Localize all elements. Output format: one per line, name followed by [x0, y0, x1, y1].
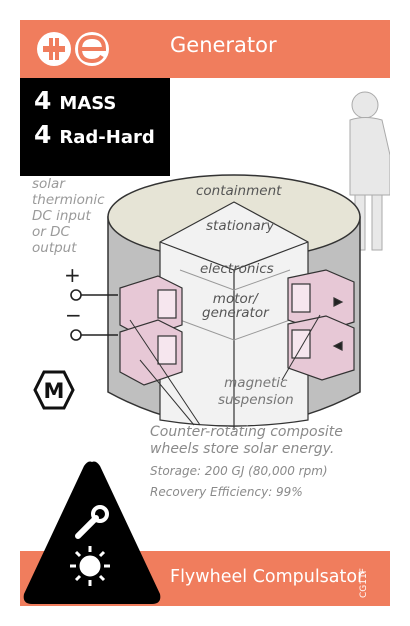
label-line: motor/: [212, 291, 258, 307]
sun-icon: [70, 546, 110, 586]
note-line: solar: [32, 176, 65, 192]
badge-letter: M: [44, 379, 65, 403]
description-line: wheels store solar energy.: [150, 441, 335, 457]
card-title: Generator: [170, 33, 277, 57]
flywheel-illustration: [70, 91, 390, 430]
m-badge-icon: M: [33, 370, 75, 410]
terminal-minus-label: −: [65, 303, 82, 327]
stat-mass: 4 MASS: [34, 86, 116, 115]
spec-storage: Storage: 200 GJ (80,000 rpm): [150, 464, 328, 478]
type-triangle: [23, 461, 161, 604]
logo-icon: [37, 32, 109, 66]
label-line: generator: [202, 305, 269, 321]
note-line: thermionic: [32, 192, 105, 208]
stat-box: [20, 78, 170, 176]
stat-radhard: 4 Rad-Hard: [34, 120, 155, 149]
spec-efficiency: Recovery Efficiency: 99%: [150, 485, 303, 499]
card-code: CG11F: [359, 568, 369, 598]
card-name: Flywheel Compulsator: [170, 567, 365, 587]
stat-mass-value: 4: [34, 86, 52, 115]
rotor-right: [287, 269, 355, 381]
label-magnetic-suspension: magnetic suspension: [218, 375, 294, 409]
stat-mass-label: MASS: [59, 93, 117, 114]
note-line: DC input: [32, 208, 91, 224]
label-electronics: electronics: [200, 261, 274, 277]
label-motor-generator: motor/ generator: [202, 292, 269, 320]
terminal-plus-label: +: [64, 263, 81, 287]
label-line: magnetic: [224, 375, 288, 391]
terminal-minus: [70, 329, 118, 341]
description-line: Counter-rotating composite: [150, 424, 343, 440]
stat-radhard-value: 4: [34, 120, 52, 149]
wrench-icon: [75, 505, 109, 539]
note-line: output: [32, 240, 77, 256]
stat-radhard-label: Rad-Hard: [59, 127, 155, 148]
input-output-note: solar thermionic DC input or DC output: [32, 176, 105, 256]
label-containment: containment: [196, 183, 282, 199]
card-description: Counter-rotating composite wheels store …: [150, 424, 343, 458]
terminal-plus: [70, 289, 118, 301]
note-line: or DC: [32, 224, 70, 240]
label-stationary: stationary: [206, 218, 275, 234]
label-line: suspension: [218, 392, 294, 408]
rotor-left: [119, 275, 183, 386]
